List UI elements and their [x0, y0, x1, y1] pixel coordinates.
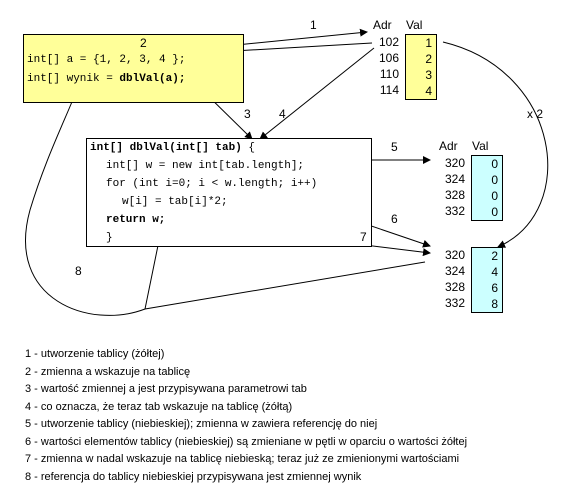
array-cell: 2 — [472, 248, 502, 264]
blue-final-array: 2 4 6 8 — [471, 247, 503, 313]
method-code-box: int[] dblVal(int[] tab) { int[] w = new … — [86, 138, 372, 247]
array-cell: 4 — [472, 264, 502, 280]
legend-item: 1 - utworzenie tablicy (żółtej) — [25, 346, 467, 364]
yellow-header-adr: Adr — [373, 18, 392, 32]
blue-initial-array: 0 0 0 0 — [471, 155, 503, 221]
arrow-label-5: 5 — [391, 140, 398, 154]
array-cell: 0 — [472, 156, 502, 172]
address: 106 — [369, 50, 403, 66]
arrow-label-7: 7 — [360, 230, 367, 244]
arrow-label-3: 3 — [244, 107, 251, 121]
address: 324 — [435, 171, 469, 187]
legend-item: 2 - zmienna a wskazuje na tablicę — [25, 364, 467, 382]
array-cell: 2 — [406, 51, 436, 67]
method-line-for: for (int i=0; i < w.length; i++) — [106, 178, 317, 190]
arrow-label-x2: x 2 — [527, 107, 543, 121]
address: 320 — [435, 155, 469, 171]
arrow-label-2: 2 — [140, 36, 147, 50]
address: 328 — [435, 279, 469, 295]
address: 332 — [435, 203, 469, 219]
arrow-label-1: 1 — [310, 18, 317, 32]
array-cell: 0 — [472, 188, 502, 204]
array-cell: 4 — [406, 83, 436, 99]
arrow-4 — [260, 48, 374, 139]
legend-item: 4 - co oznacza, że teraz tab wskazuje na… — [25, 399, 467, 417]
arrow-label-8: 8 — [75, 264, 82, 278]
method-brace-close: } — [106, 232, 113, 244]
blue-header-adr: Adr — [439, 139, 458, 153]
yellow-addresses: 102 106 110 114 — [369, 34, 403, 98]
code-line-wynik: int[] wynik = dblVal(a); — [27, 73, 185, 85]
array-cell: 1 — [406, 35, 436, 51]
address: 332 — [435, 295, 469, 311]
yellow-header-val: Val — [406, 18, 422, 32]
array-cell: 0 — [472, 172, 502, 188]
address: 328 — [435, 187, 469, 203]
array-cell: 3 — [406, 67, 436, 83]
legend-item: 8 - referencja do tablicy niebieskiej pr… — [25, 469, 467, 486]
address: 114 — [369, 82, 403, 98]
blue-initial-addresses: 320 324 328 332 — [435, 155, 469, 219]
main-code-box: int[] a = {1, 2, 3, 4 }; int[] wynik = d… — [23, 34, 244, 103]
blue-header-val: Val — [472, 139, 488, 153]
address: 320 — [435, 247, 469, 263]
code-line-a: int[] a = {1, 2, 3, 4 }; — [27, 54, 185, 66]
legend-item: 3 - wartość zmiennej a jest przypisywana… — [25, 381, 467, 399]
arrow-label-6: 6 — [391, 212, 398, 226]
legend-item: 7 - zmienna w nadal wskazuje na tablicę … — [25, 451, 467, 469]
method-signature: int[] dblVal(int[] tab) { — [90, 142, 255, 154]
arrow-label-4: 4 — [279, 107, 286, 121]
legend: 1 - utworzenie tablicy (żółtej) 2 - zmie… — [25, 346, 467, 486]
blue-final-addresses: 320 324 328 332 — [435, 247, 469, 311]
array-cell: 0 — [472, 204, 502, 220]
legend-item: 6 - wartości elementów tablicy (niebiesk… — [25, 434, 467, 452]
address: 110 — [369, 66, 403, 82]
legend-item: 5 - utworzenie tablicy (niebieskiej); zm… — [25, 416, 467, 434]
array-cell: 8 — [472, 296, 502, 312]
method-line-assign: w[i] = tab[i]*2; — [122, 196, 228, 208]
yellow-array: 1 2 3 4 — [405, 34, 437, 100]
address: 324 — [435, 263, 469, 279]
address: 102 — [369, 34, 403, 50]
array-cell: 6 — [472, 280, 502, 296]
method-line-return: return w; — [106, 214, 165, 226]
method-line-w: int[] w = new int[tab.length]; — [106, 160, 304, 172]
